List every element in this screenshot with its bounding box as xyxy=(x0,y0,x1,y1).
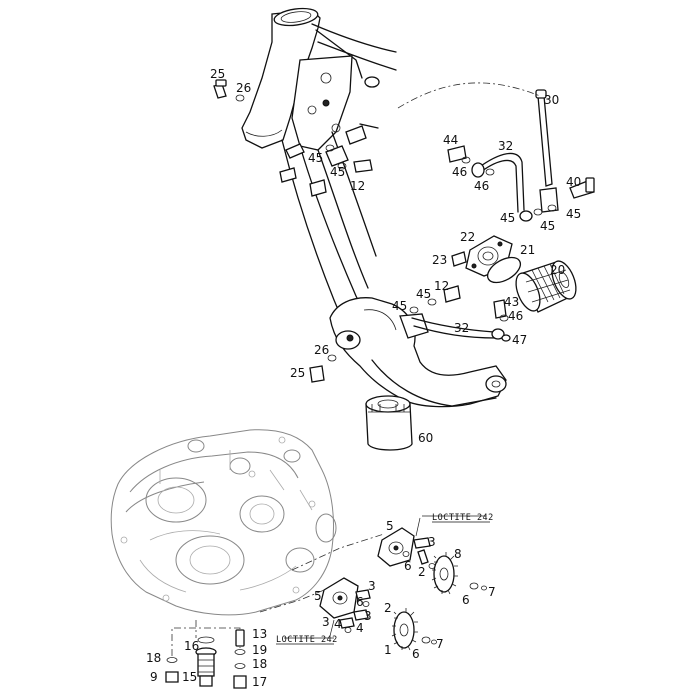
callout-45: 45 xyxy=(416,287,431,301)
callout-6: 6 xyxy=(356,595,364,609)
loctite-note-lower: LOCTITE 242 xyxy=(276,635,338,645)
spin-on-filter-60 xyxy=(365,395,413,451)
callout-40: 40 xyxy=(566,175,581,189)
callout-7: 7 xyxy=(436,637,444,651)
callout-44: 44 xyxy=(443,133,458,147)
callout-47: 47 xyxy=(512,333,527,347)
callout-3: 3 xyxy=(428,535,436,549)
frame-assembly xyxy=(241,7,507,408)
gear-8 xyxy=(431,552,458,595)
callout-6: 6 xyxy=(404,559,412,573)
bolt-23 xyxy=(451,251,467,267)
callout-13: 13 xyxy=(252,627,267,641)
oil-pump-upper xyxy=(377,527,436,569)
bolt-25-26-upper xyxy=(213,79,245,102)
callouts: 25 26 30 44 32 46 46 45 45 12 40 45 45 4… xyxy=(146,67,581,689)
callout-5: 5 xyxy=(314,589,322,603)
callout-18: 18 xyxy=(146,651,161,665)
oil-line-30 xyxy=(535,89,559,213)
callout-32: 32 xyxy=(454,321,469,335)
callout-21: 21 xyxy=(520,243,535,257)
callout-3: 3 xyxy=(364,609,372,623)
callout-5: 5 xyxy=(386,519,394,533)
oil-line-32-lower xyxy=(409,285,511,342)
gasket-21 xyxy=(486,256,522,284)
callout-6: 6 xyxy=(412,647,420,661)
callout-25: 25 xyxy=(210,67,225,81)
loctite-note-upper: LOCTITE 242 xyxy=(432,513,494,523)
dash-line-pump-upper xyxy=(291,533,385,571)
callout-43: 43 xyxy=(504,295,519,309)
callout-32: 32 xyxy=(498,139,513,153)
callout-60: 60 xyxy=(418,431,433,445)
plug-13-19-18-17 xyxy=(233,629,247,689)
callout-6: 6 xyxy=(462,593,470,607)
oil-line-32-upper xyxy=(447,145,557,222)
callout-7: 7 xyxy=(488,585,496,599)
pin-7-lower xyxy=(421,636,437,645)
banjo-bolt-40 xyxy=(569,177,595,199)
gear-1 xyxy=(391,608,418,651)
callout-26: 26 xyxy=(236,81,251,95)
callout-9: 9 xyxy=(150,670,158,684)
callout-2: 2 xyxy=(384,601,392,615)
callout-45: 45 xyxy=(540,219,555,233)
callout-3: 3 xyxy=(322,615,330,629)
callout-16: 16 xyxy=(184,639,199,653)
callout-46: 46 xyxy=(452,165,467,179)
dash-line-pump-lower xyxy=(259,585,335,613)
drain-bolt-25-26-lower xyxy=(309,354,337,383)
callout-22: 22 xyxy=(460,230,475,244)
callout-46: 46 xyxy=(508,309,523,323)
callout-45: 45 xyxy=(392,299,407,313)
callout-12: 12 xyxy=(434,279,449,293)
oil-filter-20 xyxy=(515,260,577,313)
dash-line-oil-route xyxy=(397,82,541,109)
callout-2: 2 xyxy=(418,565,426,579)
callout-26: 26 xyxy=(314,343,329,357)
callout-25: 25 xyxy=(290,366,305,380)
callout-17: 17 xyxy=(252,675,267,689)
callout-46: 46 xyxy=(474,179,489,193)
callout-45: 45 xyxy=(308,151,323,165)
callout-45: 45 xyxy=(500,211,515,225)
callout-18: 18 xyxy=(252,657,267,671)
callout-4: 4 xyxy=(334,617,342,631)
pin-7-upper xyxy=(469,582,487,591)
callout-1: 1 xyxy=(384,643,392,657)
oil-strainer-15 xyxy=(195,636,217,687)
leader-lines xyxy=(284,515,486,639)
callout-45: 45 xyxy=(330,165,345,179)
callout-3: 3 xyxy=(368,579,376,593)
callout-23: 23 xyxy=(432,253,447,267)
callout-45: 45 xyxy=(566,207,581,221)
plug-18-9 xyxy=(165,657,179,683)
callout-4: 4 xyxy=(356,621,364,635)
callout-12: 12 xyxy=(350,179,365,193)
callout-8: 8 xyxy=(454,547,462,561)
oil-pump-lower xyxy=(319,577,371,633)
callout-15: 15 xyxy=(182,670,197,684)
crankcase xyxy=(110,429,337,616)
callout-19: 19 xyxy=(252,643,267,657)
loctite-notes: LOCTITE 242 LOCTITE 242 xyxy=(276,513,494,645)
banjo-hardware-upper xyxy=(325,123,379,173)
callout-30: 30 xyxy=(544,93,559,107)
callout-20: 20 xyxy=(550,263,565,277)
